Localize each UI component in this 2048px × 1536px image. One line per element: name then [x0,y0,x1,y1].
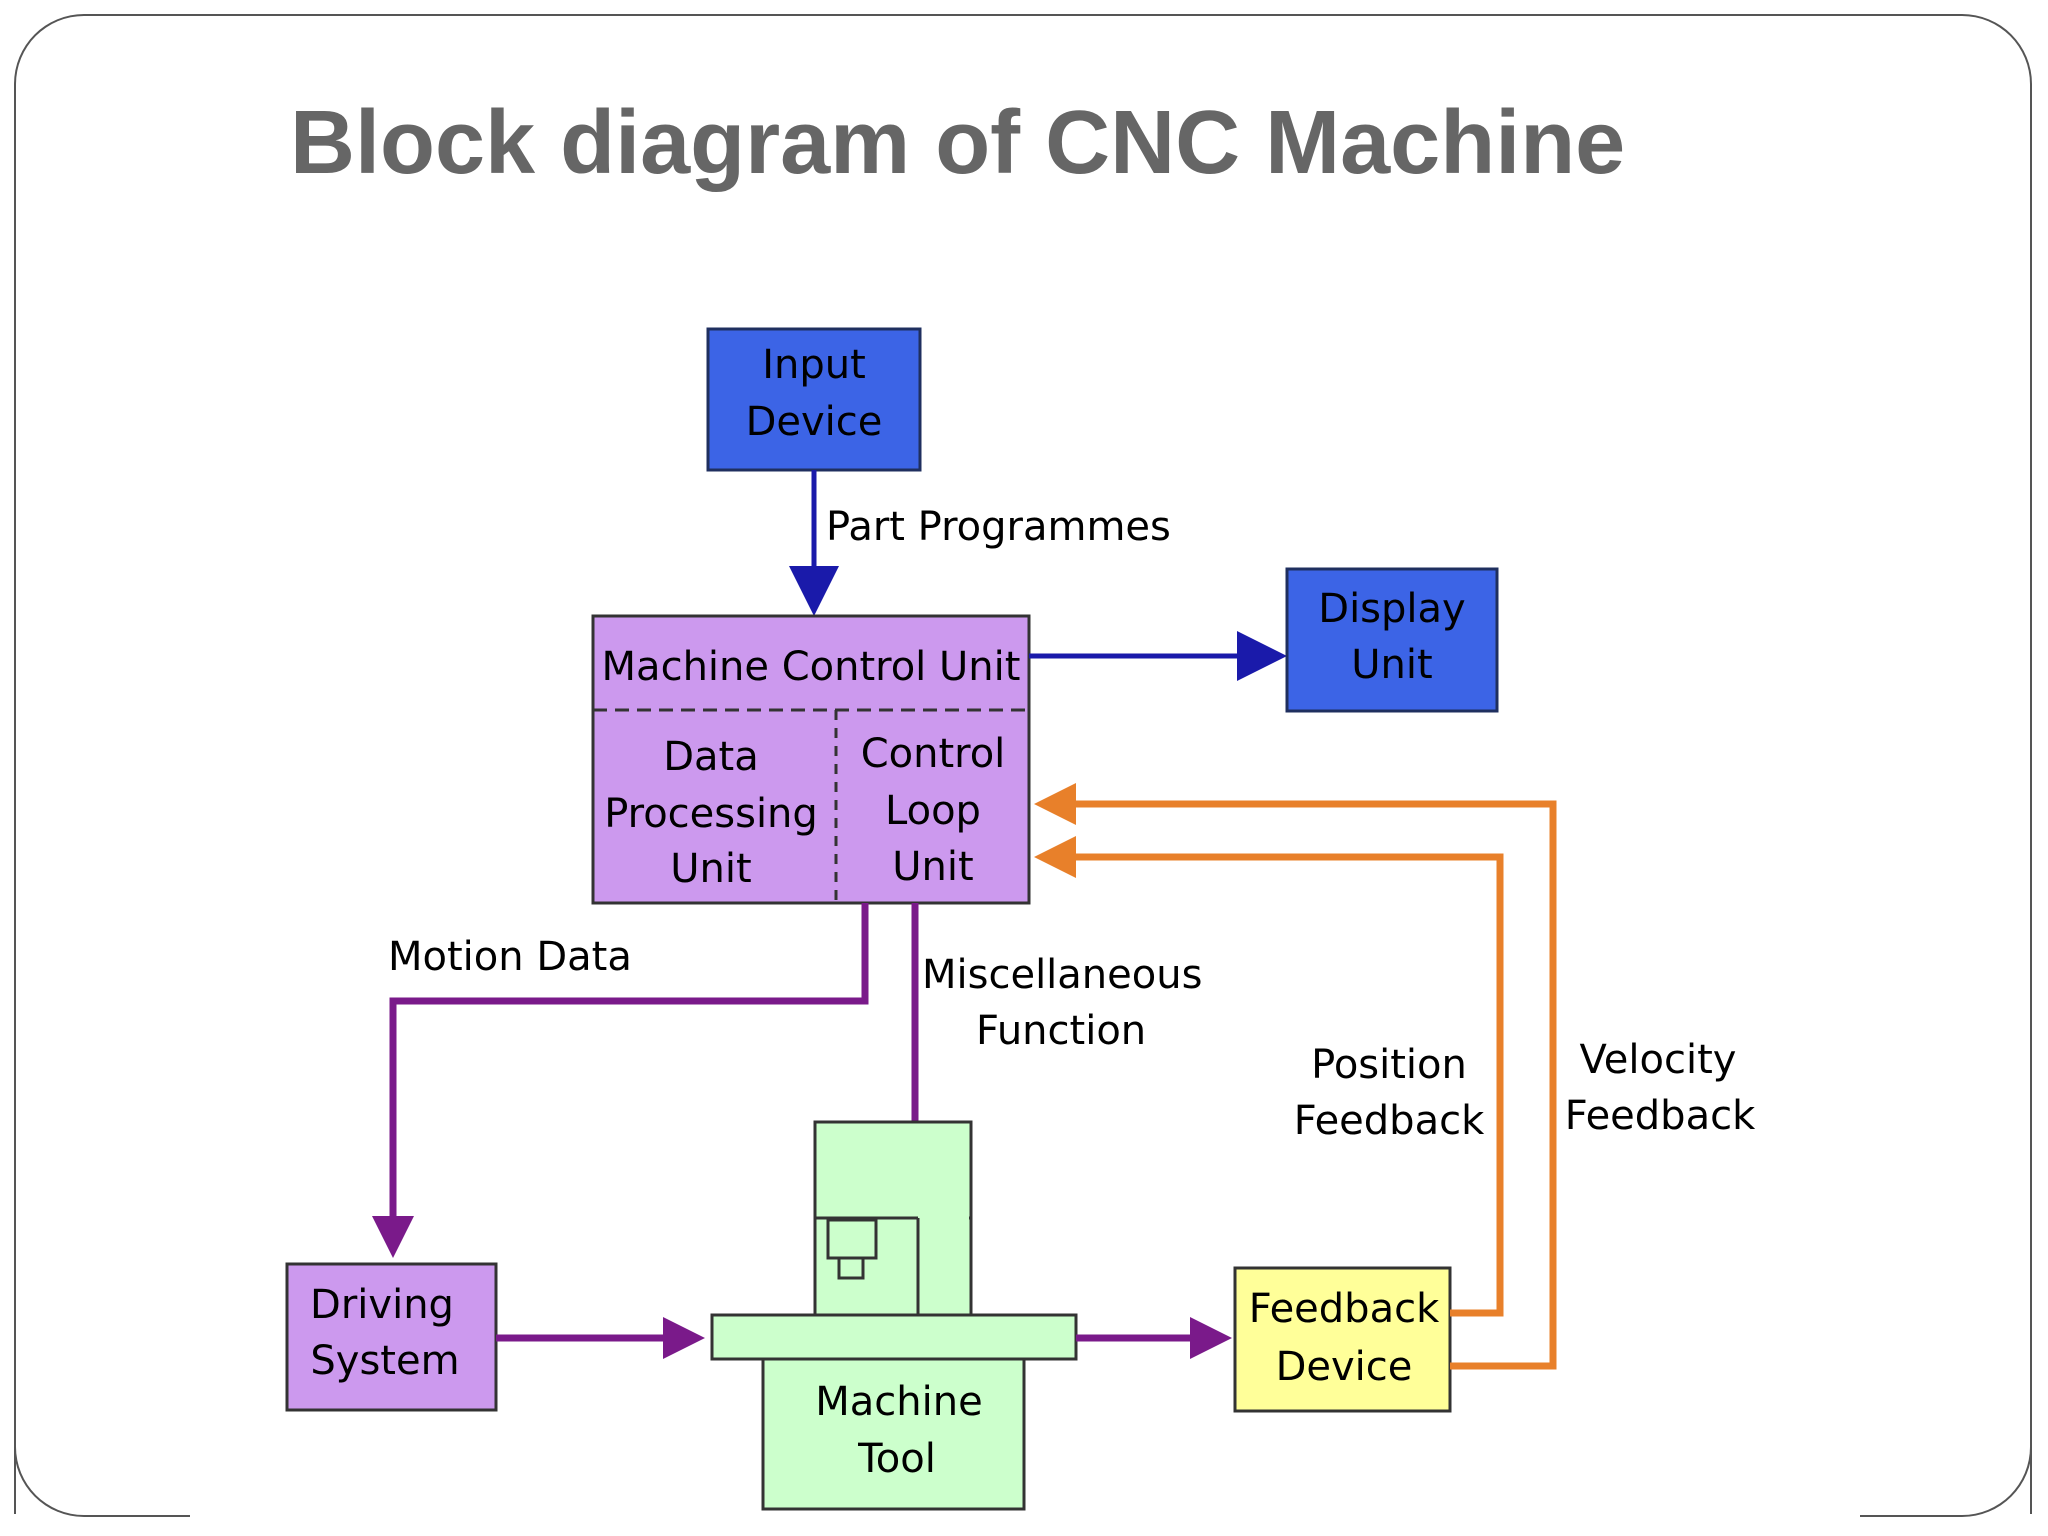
feedback-device-label-line2: Device [1276,1344,1413,1390]
input-device-block: Input Device [706,327,922,472]
slide-frame-top [14,14,2032,1514]
input-device-label-line2: Device [746,399,883,445]
feedback-device-label-line1: Feedback [1249,1286,1440,1332]
misc-function-label-line1: Miscellaneous [922,952,1202,998]
machine-tool-block: Machine Tool [710,1120,1078,1511]
mcu-header-label: Machine Control Unit [602,644,1021,690]
driving-system-block: Driving System [285,1262,498,1412]
driving-system-label-line1: Driving [310,1282,454,1328]
display-unit-block: Display Unit [1285,567,1499,713]
machine-tool-label-line2: Tool [857,1436,936,1482]
velocity-feedback-label-line1: Velocity [1580,1037,1737,1083]
slide-frame-bottom-right [1860,1400,2032,1517]
control-loop-label-line2: Loop [885,788,981,834]
part-programmes-label: Part Programmes [826,504,1171,550]
display-unit-label-line1: Display [1318,586,1465,632]
feedback-device-block: Feedback Device [1233,1266,1452,1413]
misc-function-label-line2: Function [976,1008,1146,1054]
data-processing-label-line3: Unit [670,846,751,892]
driving-system-label-line2: System [310,1338,459,1384]
position-feedback-label-line2: Feedback [1294,1098,1485,1144]
display-unit-label-line2: Unit [1351,642,1432,688]
velocity-feedback-label-line2: Feedback [1565,1093,1756,1139]
machine-tool-label-line1: Machine [815,1379,982,1425]
data-processing-label-line2: Processing [604,791,818,837]
data-processing-label-line1: Data [663,734,759,780]
slide-title: Block diagram of CNC Machine [290,93,1626,193]
input-device-label-line1: Input [762,342,866,388]
slide-frame-bottom-left [14,1400,190,1517]
motion-data-arrow [372,903,869,1258]
control-loop-label-line1: Control [861,731,1006,777]
control-loop-label-line3: Unit [892,844,973,890]
velocity-feedback-arrow [1034,783,1557,1370]
position-feedback-label-line1: Position [1311,1042,1467,1088]
machine-control-unit-block: Machine Control Unit Data Processing Uni… [591,614,1031,905]
motion-data-label: Motion Data [388,934,632,980]
position-feedback-arrow [1034,836,1504,1317]
